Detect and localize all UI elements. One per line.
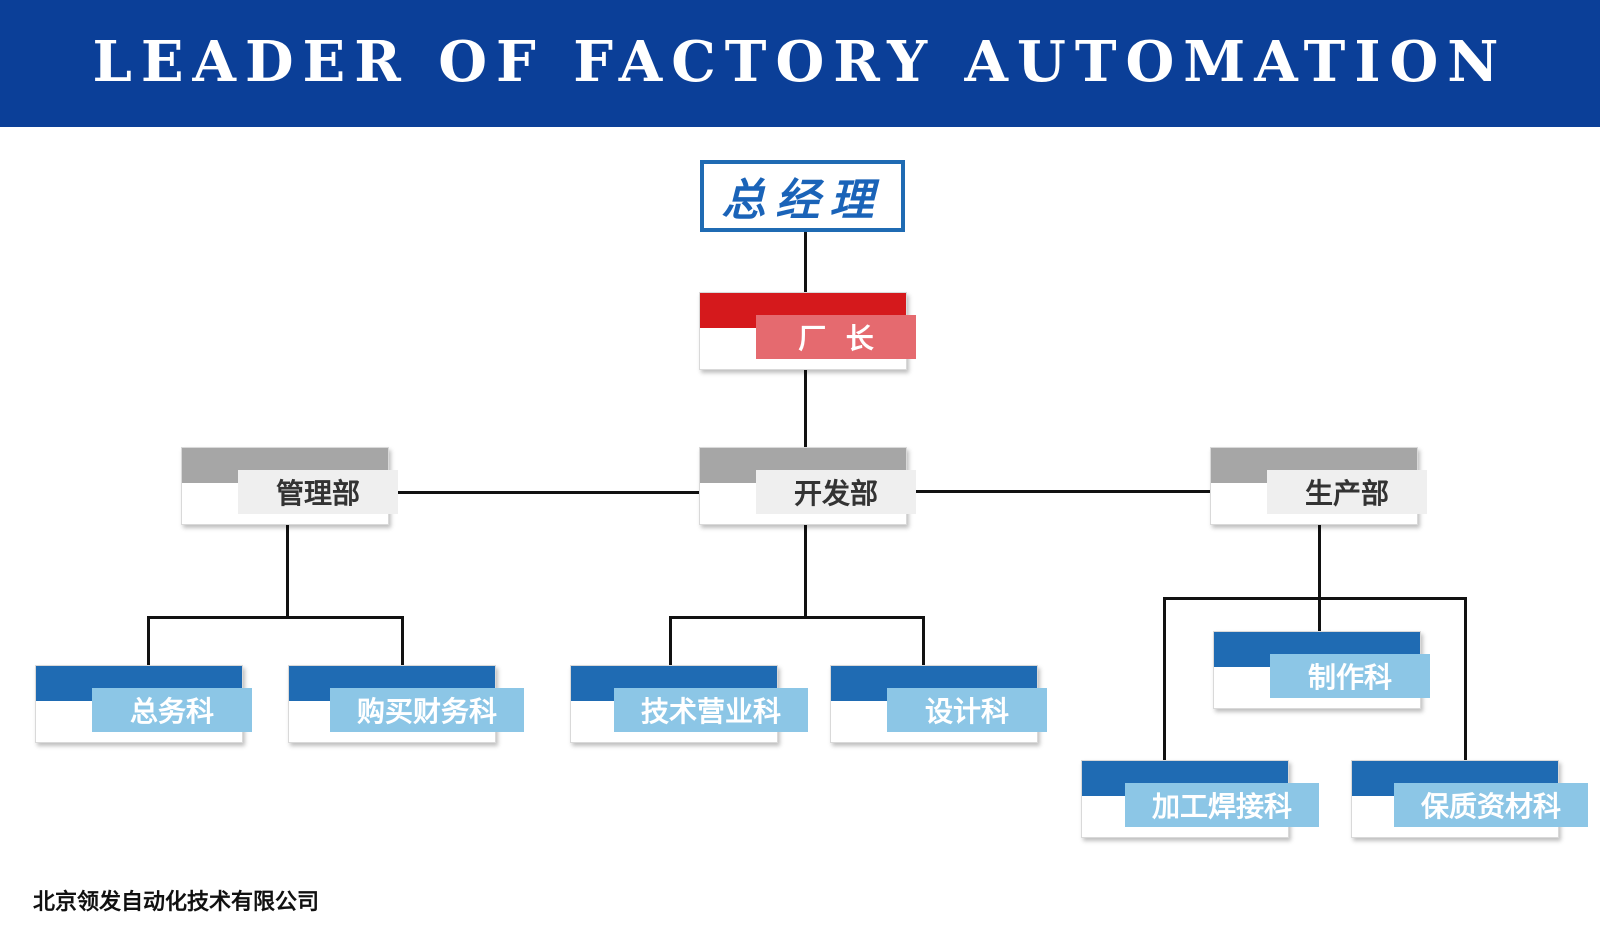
development-dept-node: 开发部: [699, 447, 916, 525]
machining-welding-label: 加工焊接科: [1125, 783, 1319, 827]
development-dept-label: 开发部: [756, 470, 916, 514]
general-affairs-label: 总务科: [92, 688, 252, 732]
purchasing-finance-node: 购买财务科: [288, 665, 524, 743]
connector-management-branch: [147, 616, 404, 619]
general-manager-label: 总经理: [721, 175, 884, 226]
connector-development-branch: [669, 616, 925, 619]
connector-to-quality-materials: [1464, 597, 1467, 760]
machining-welding-node: 加工焊接科: [1081, 760, 1319, 838]
factory-director-label: 厂 长: [756, 315, 916, 359]
technical-sales-label: 技术营业科: [614, 688, 808, 732]
manufacturing-label: 制作科: [1270, 654, 1430, 698]
connector-development-production: [906, 490, 1210, 493]
connector-development-down: [804, 525, 807, 618]
management-dept-label: 管理部: [238, 470, 398, 514]
connector-to-general-affairs: [147, 616, 150, 665]
connector-production-branch: [1163, 597, 1467, 600]
quality-materials-node: 保质资材科: [1351, 760, 1588, 838]
banner-title: LEADER OF FACTORY AUTOMATION: [92, 28, 1508, 95]
connector-management-down: [286, 525, 289, 618]
connector-production-down: [1318, 525, 1321, 631]
connector-to-purchasing-finance: [401, 616, 404, 665]
header-banner: LEADER OF FACTORY AUTOMATION: [0, 0, 1600, 127]
factory-director-node: 厂 长: [699, 292, 916, 370]
purchasing-finance-label: 购买财务科: [330, 688, 524, 732]
connector-to-design: [922, 616, 925, 665]
connector-management-development: [396, 491, 699, 494]
connector-gm-director: [804, 228, 807, 292]
connector-director-development: [804, 367, 807, 447]
manufacturing-node: 制作科: [1213, 631, 1430, 709]
company-name: 北京领发自动化技术有限公司: [33, 890, 320, 915]
connector-to-machining-welding: [1163, 597, 1166, 760]
production-dept-label: 生产部: [1267, 470, 1427, 514]
general-affairs-node: 总务科: [35, 665, 252, 743]
connector-to-technical-sales: [669, 616, 672, 665]
design-node: 设计科: [830, 665, 1047, 743]
production-dept-node: 生产部: [1210, 447, 1427, 525]
design-label: 设计科: [887, 688, 1047, 732]
general-manager-box: 总经理: [700, 160, 905, 232]
technical-sales-node: 技术营业科: [570, 665, 808, 743]
quality-materials-label: 保质资材科: [1394, 783, 1588, 827]
management-dept-node: 管理部: [181, 447, 398, 525]
